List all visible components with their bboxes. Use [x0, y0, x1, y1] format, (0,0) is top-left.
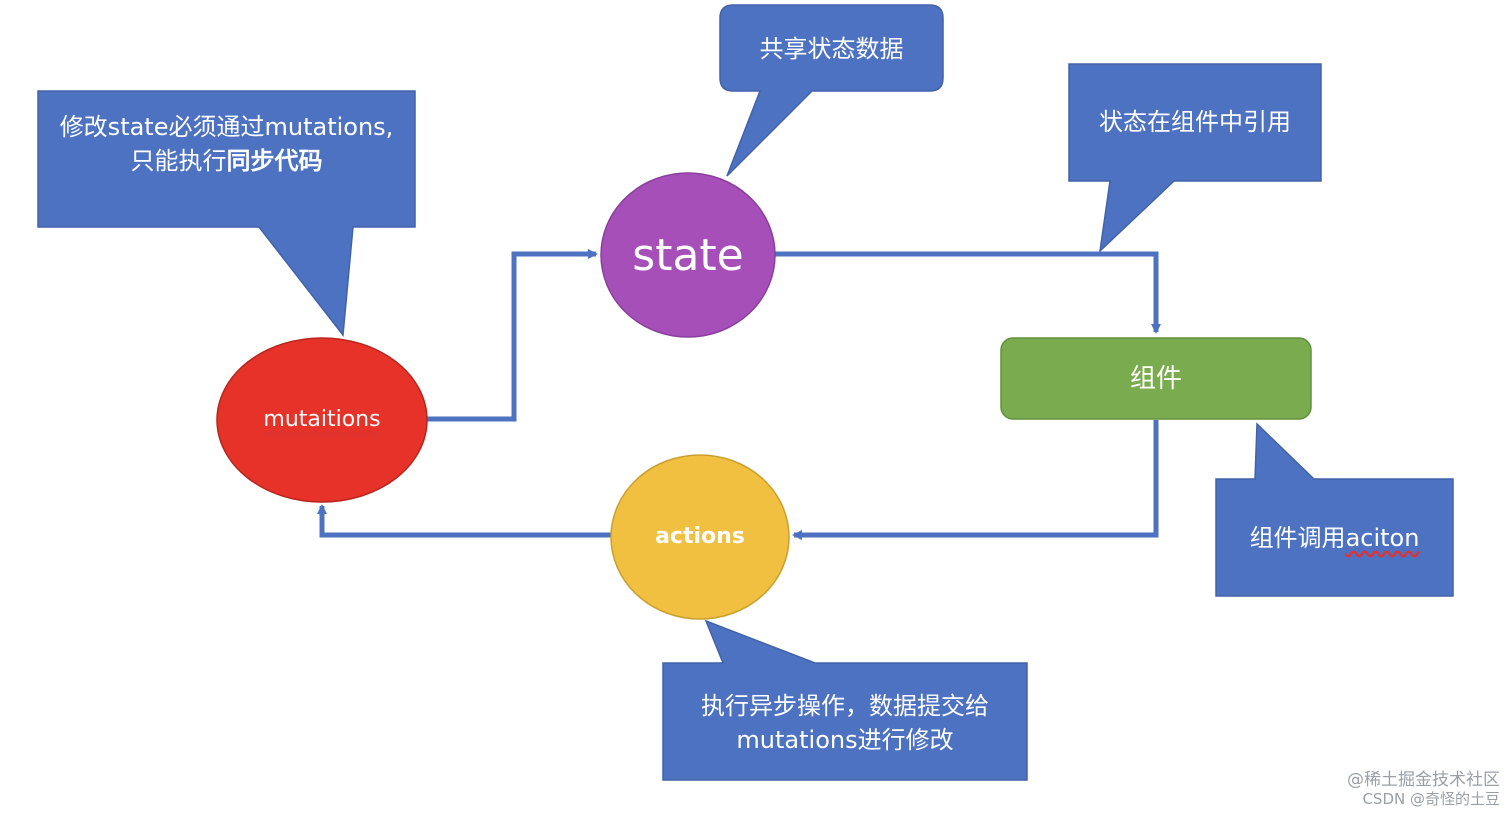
- mutations-note-text: 修改state必须通过mutations, 只能执行同步代码: [38, 110, 415, 178]
- arrow-mutations-to-state: [426, 249, 598, 422]
- actions-node: [610, 454, 790, 620]
- state-note-text: 共享状态数据: [759, 35, 904, 63]
- arrow-state-to-component: [775, 251, 1161, 334]
- state-label: state: [632, 230, 744, 281]
- watermark-line2: CSDN @奇怪的土豆: [1362, 790, 1500, 808]
- component-call-note-suffix: aciton: [1345, 524, 1420, 552]
- mutations-note-line2-bold: 同步代码: [226, 147, 323, 175]
- component-node: [1000, 337, 1312, 420]
- mutations-label: mutaitions: [263, 407, 381, 432]
- mutations-note-line1: 修改state必须通过mutations,: [59, 113, 394, 141]
- mutations-note-line2-plain: 只能执行: [130, 147, 227, 175]
- component-label: 组件: [1129, 364, 1182, 394]
- component-call-note-callout: [1215, 422, 1454, 597]
- arrow-actions-to-mutations: [317, 504, 611, 538]
- component-ref-note-callout: [1068, 63, 1322, 254]
- arrow-component-to-actions: [792, 420, 1159, 540]
- mutations-node: [216, 337, 428, 503]
- watermark-line1: @稀土掘金技术社区: [1347, 770, 1500, 790]
- mutations-note-line2: 只能执行同步代码: [38, 144, 415, 178]
- actions-note-text: 执行异步操作，数据提交给 mutations进行修改: [663, 689, 1027, 757]
- actions-note-line1: 执行异步操作，数据提交给: [701, 692, 989, 720]
- component-call-note-text: 组件调用aciton: [1216, 521, 1453, 555]
- mutations-note-callout: [37, 90, 416, 337]
- actions-note-line2: mutations进行修改: [736, 726, 954, 754]
- state-note-callout: [719, 4, 944, 177]
- state-node: [600, 172, 776, 338]
- actions-note-callout: [662, 619, 1028, 781]
- component-call-note-prefix: 组件调用: [1249, 524, 1346, 552]
- actions-label: actions: [655, 524, 745, 549]
- watermark: @稀土掘金技术社区 CSDN @奇怪的土豆: [1240, 771, 1500, 809]
- component-ref-note-text: 状态在组件中引用: [1099, 108, 1291, 136]
